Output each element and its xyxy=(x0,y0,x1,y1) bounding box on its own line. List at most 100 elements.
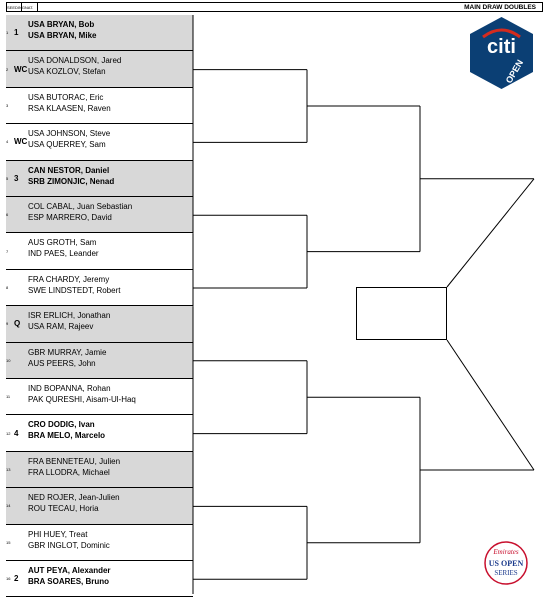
draw-position-number: 6 xyxy=(6,212,9,218)
seed-label: 4 xyxy=(14,428,19,438)
player-name: AUS PEERS, John xyxy=(28,358,96,368)
player-name: ISR ERLICH, Jonathan xyxy=(28,311,111,321)
player-name: CAN NESTOR, Daniel xyxy=(28,165,110,175)
player-name: RSA KLAASEN, Raven xyxy=(28,103,111,113)
draw-position-number: 7 xyxy=(6,248,9,254)
draw-title: MAIN DRAW DOUBLES xyxy=(464,4,536,11)
draw-position-number: 2 xyxy=(6,66,9,72)
player-name: PAK QURESHI, Aisam-Ul-Haq xyxy=(28,395,136,404)
us-open-wordmark: US OPEN xyxy=(489,559,524,568)
player-name: FRA CHARDY, Jeremy xyxy=(28,274,110,284)
header-seeding: SEEDING xyxy=(7,3,26,11)
player-name: FRA BENNETEAU, Julien xyxy=(28,456,121,466)
player-name: SWE LINDSTEDT, Robert xyxy=(28,285,121,295)
player-name: USA BUTORAC, Eric xyxy=(28,92,104,102)
player-name: AUT PEYA, Alexander xyxy=(28,566,111,575)
header-nationality: NAT. xyxy=(21,3,38,11)
draw-position-number: 12 xyxy=(6,430,11,436)
player-name: NED ROJER, Jean-Julien xyxy=(28,493,120,503)
draw-position-number: 8 xyxy=(6,284,9,290)
player-name: IND BOPANNA, Rohan xyxy=(28,384,111,393)
player-name: ROU TECAU, Horia xyxy=(28,504,99,514)
seed-label: WC xyxy=(14,64,28,74)
us-open-series-logo: Emirates US OPEN SERIES xyxy=(484,541,528,585)
player-name: GBR INGLOT, Dominic xyxy=(28,540,110,550)
seed-label: 3 xyxy=(14,173,19,183)
player-name: SRB ZIMONJIC, Nenad xyxy=(28,176,115,186)
citi-wordmark: citi xyxy=(487,36,516,58)
seed-label: WC xyxy=(14,137,28,147)
citi-open-logo: citi OPEN xyxy=(470,17,533,89)
player-name: CRO DODIG, Ivan xyxy=(28,420,95,430)
player-name: USA JOHNSON, Steve xyxy=(28,129,111,139)
draw-position-number: 10 xyxy=(6,357,11,363)
draw-position-number: 4 xyxy=(6,139,9,145)
draw-position-number: 1 xyxy=(6,30,9,36)
player-name: USA BRYAN, Mike xyxy=(28,31,97,40)
series-wordmark: SERIES xyxy=(494,569,517,577)
seed-label: 2 xyxy=(14,574,19,584)
player-name: BRA MELO, Marcelo xyxy=(28,431,106,441)
seed-label: 1 xyxy=(14,28,19,38)
player-name: AUS GROTH, Sam xyxy=(28,238,97,248)
player-name: USA DONALDSON, Jared xyxy=(28,56,122,66)
player-name: COL CABAL, Juan Sebastian xyxy=(28,202,133,211)
player-name: FRA LLODRA, Michael xyxy=(28,467,110,477)
player-name: USA QUERREY, Sam xyxy=(28,140,106,150)
winner-box xyxy=(356,287,447,340)
draw-position-number: 14 xyxy=(6,503,11,509)
player-name: PHI HUEY, Treat xyxy=(28,529,88,539)
player-name: ESP MARRERO, David xyxy=(28,213,112,222)
emirates-wordmark: Emirates xyxy=(492,548,519,556)
draw-position-number: 5 xyxy=(6,175,9,181)
draw-position-number: 9 xyxy=(6,321,9,327)
bracket-line xyxy=(446,178,535,288)
draw-header: SEEDING NAT. MAIN DRAW DOUBLES xyxy=(6,2,543,12)
player-name: USA BRYAN, Bob xyxy=(28,20,95,29)
draw-position-number: 16 xyxy=(6,576,11,582)
player-name: USA KOZLOV, Stefan xyxy=(28,67,106,77)
draw-position-number: 13 xyxy=(6,466,11,472)
draw-position-number: 15 xyxy=(6,539,11,545)
draw-position-number: 11 xyxy=(6,394,11,400)
player-name: USA RAM, Rajeev xyxy=(28,322,94,332)
player-name: GBR MURRAY, Jamie xyxy=(28,347,107,357)
draw-position-number: 3 xyxy=(6,102,9,108)
player-name: IND PAES, Leander xyxy=(28,249,99,259)
bracket-line xyxy=(446,339,535,471)
player-name: BRA SOARES, Bruno xyxy=(28,577,110,586)
seed-label: Q xyxy=(14,319,21,329)
